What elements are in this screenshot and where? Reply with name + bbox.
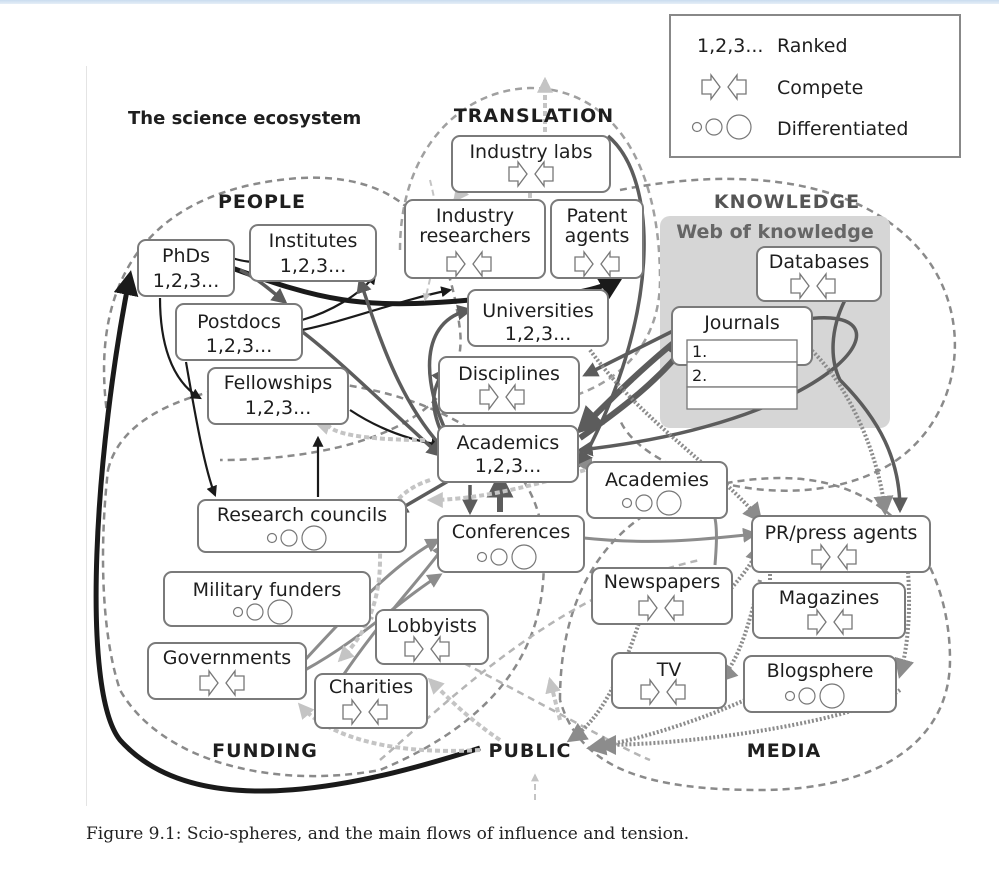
node-blogsphere[interactable]: Blogsphere [743,655,897,713]
node-label-line2: researchers [419,225,531,247]
node-label: Academies [605,469,709,491]
node-institutes[interactable]: Institutes 1,2,3... [249,224,377,282]
flow-arrow [303,538,441,662]
node-journals[interactable]: Journals 1. 2. [671,306,813,410]
flow-arrow [545,676,562,721]
sphere-label-media: MEDIA [747,740,821,762]
rank-marker: 1,2,3... [206,335,272,357]
nodes: PhDs 1,2,3... Institutes 1,2,3... Postdo… [137,135,931,729]
flow-arrow [184,361,217,498]
legend-label-differentiated: Differentiated [777,118,908,140]
node-governments[interactable]: Governments [147,642,307,700]
node-label-line1: Patent [567,205,628,227]
journal-rank-2: 2. [692,366,707,385]
node-patent-agents[interactable]: Patent agents [550,199,644,279]
node-charities[interactable]: Charities [314,673,428,729]
node-newspapers[interactable]: Newspapers [591,567,733,625]
node-tv[interactable]: TV [611,652,727,709]
node-fellowships[interactable]: Fellowships 1,2,3... [207,367,349,425]
node-label: PR/press agents [765,522,918,544]
node-label: TV [656,659,682,681]
node-label: Disciplines [458,363,560,385]
node-disciplines[interactable]: Disciplines [438,356,580,414]
node-postdocs[interactable]: Postdocs 1,2,3... [175,303,303,361]
node-phds[interactable]: PhDs 1,2,3... [137,239,235,297]
flow-arrow [93,270,481,794]
node-pr-press-agents[interactable]: PR/press agents [751,515,931,573]
sphere-label-public: PUBLIC [489,740,572,762]
node-military-funders[interactable]: Military funders [163,571,371,627]
flow-arrow [301,286,453,332]
node-label: Fellowships [224,372,332,394]
flow-arrow [798,338,894,516]
node-label: Magazines [779,587,880,609]
node-databases[interactable]: Databases [756,246,882,302]
legend-label-compete: Compete [777,77,863,99]
diagram-title: The science ecosystem [128,108,361,129]
flow-arrow [297,702,481,753]
sphere-label-people: PEOPLE [218,191,306,213]
sphere-media [558,476,952,792]
rank-marker: 1,2,3... [505,323,571,345]
node-label: Military funders [193,579,342,601]
node-label: Newspapers [604,571,721,593]
node-label: Databases [769,251,870,273]
legend: 1,2,3... Ranked Compete Differentiated [669,14,961,158]
flow-arrow [356,277,442,447]
flow-arrow [426,468,586,508]
node-lobbyists[interactable]: Lobbyists [375,609,489,665]
node-label: Conferences [452,521,570,543]
flow-arrow [831,299,908,514]
node-label: Charities [329,676,413,698]
node-research-councils[interactable]: Research councils [197,499,407,553]
figure-caption: Figure 9.1: Scio-spheres, and the main f… [86,824,690,844]
node-label: Industry labs [469,141,592,163]
flow-arrow [894,571,915,679]
rank-marker: 1,2,3... [245,397,311,419]
flow-arrow [239,268,288,304]
node-label: Journals [703,312,780,334]
node-label: Postdocs [197,311,281,333]
node-label: Blogsphere [767,660,874,682]
journal-rank-list: 1. 2. [686,339,798,410]
flow-arrow [427,677,502,742]
node-conferences[interactable]: Conferences [437,515,585,573]
flow-arrow [427,304,474,441]
node-label: Universities [482,300,593,322]
web-of-knowledge-label: Web of knowledge [676,221,874,243]
node-label: Institutes [269,230,358,252]
journal-rank-1: 1. [692,342,707,361]
rank-marker: 1,2,3... [153,270,219,292]
sphere-label-knowledge: KNOWLEDGE [714,191,860,213]
node-academics[interactable]: Academics 1,2,3... [437,425,579,483]
sphere-label-funding: FUNDING [212,740,318,762]
sphere-translation [398,86,662,407]
flow-arrow [583,527,758,543]
legend-label-ranked: Ranked [777,35,848,57]
node-label: PhDs [162,245,210,267]
science-ecosystem-diagram: Web of knowledge The science ecosystem P… [93,14,961,800]
flow-arrow [566,619,642,743]
node-industry-labs[interactable]: Industry labs [451,135,611,193]
node-label: Lobbyists [387,615,477,637]
node-academies[interactable]: Academies [586,461,728,519]
legend-symbol-ranked: 1,2,3... [697,35,763,57]
rank-marker: 1,2,3... [280,255,346,277]
flow-arrow [588,348,763,524]
sphere-label-translation: TRANSLATION [454,105,614,127]
node-label: Research councils [217,504,387,526]
node-label: Governments [163,647,291,669]
node-magazines[interactable]: Magazines [752,582,906,639]
sphere-people [102,176,462,462]
node-label: Academics [457,432,560,454]
figure-left-rule [86,66,87,806]
top-border [0,0,999,4]
node-industry-researchers[interactable]: Industry researchers [404,199,546,279]
flow-arrow [337,478,431,663]
node-label-line1: Industry [436,205,514,227]
node-universities[interactable]: Universities 1,2,3... [467,289,609,347]
rank-marker: 1,2,3... [475,455,541,477]
node-label-line2: agents [565,225,630,247]
